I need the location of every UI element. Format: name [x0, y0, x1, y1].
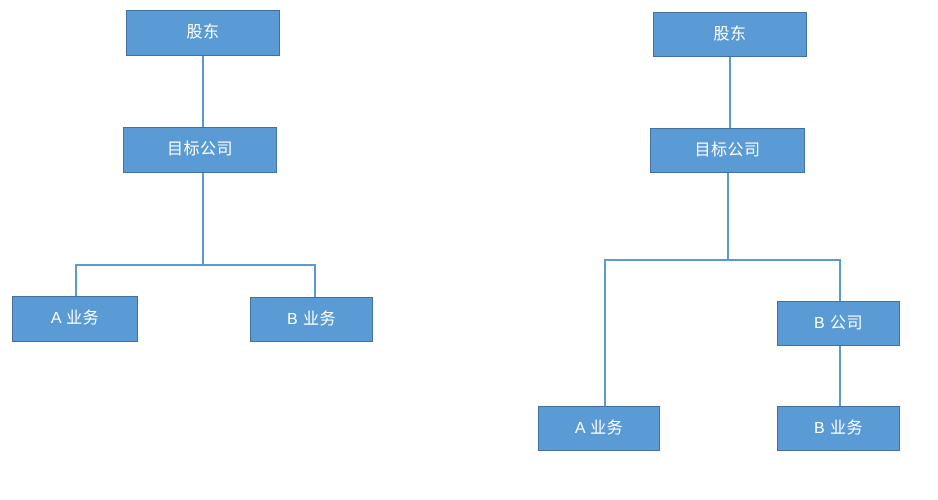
node-label: B 业务	[286, 310, 337, 328]
node-target-company[interactable]: 目标公司	[650, 128, 805, 173]
node-business-b[interactable]: B 业务	[777, 406, 900, 451]
connector-target-bus	[75, 264, 316, 266]
connector-bus-to-business-a	[75, 264, 77, 296]
node-label: 目标公司	[694, 141, 761, 159]
node-business-a[interactable]: A 业务	[12, 296, 138, 342]
connector-company-b-to-business-b	[839, 346, 841, 406]
connector-target-bus	[604, 259, 841, 261]
node-label: 股东	[713, 25, 747, 43]
connector-bus-to-business-b	[314, 264, 316, 297]
node-business-a[interactable]: A 业务	[538, 406, 660, 451]
node-shareholder[interactable]: 股东	[126, 10, 280, 56]
node-shareholder[interactable]: 股东	[653, 12, 807, 57]
node-label: B 业务	[813, 419, 864, 437]
node-label: 股东	[186, 24, 220, 41]
node-label: 目标公司	[166, 141, 233, 158]
connector-bus-to-business-a	[604, 259, 606, 406]
node-label: A 业务	[50, 310, 100, 327]
connector-target-stem	[202, 173, 204, 265]
node-business-b[interactable]: B 业务	[250, 297, 373, 342]
connector-target-stem	[727, 173, 729, 260]
node-company-b[interactable]: B 公司	[777, 301, 900, 346]
connector-shareholder-to-target	[729, 57, 731, 128]
connector-bus-to-company-b	[839, 259, 841, 301]
node-label: B 公司	[813, 314, 864, 332]
node-label: A 业务	[574, 419, 624, 437]
connector-shareholder-to-target	[202, 56, 204, 127]
node-target-company[interactable]: 目标公司	[123, 127, 277, 173]
